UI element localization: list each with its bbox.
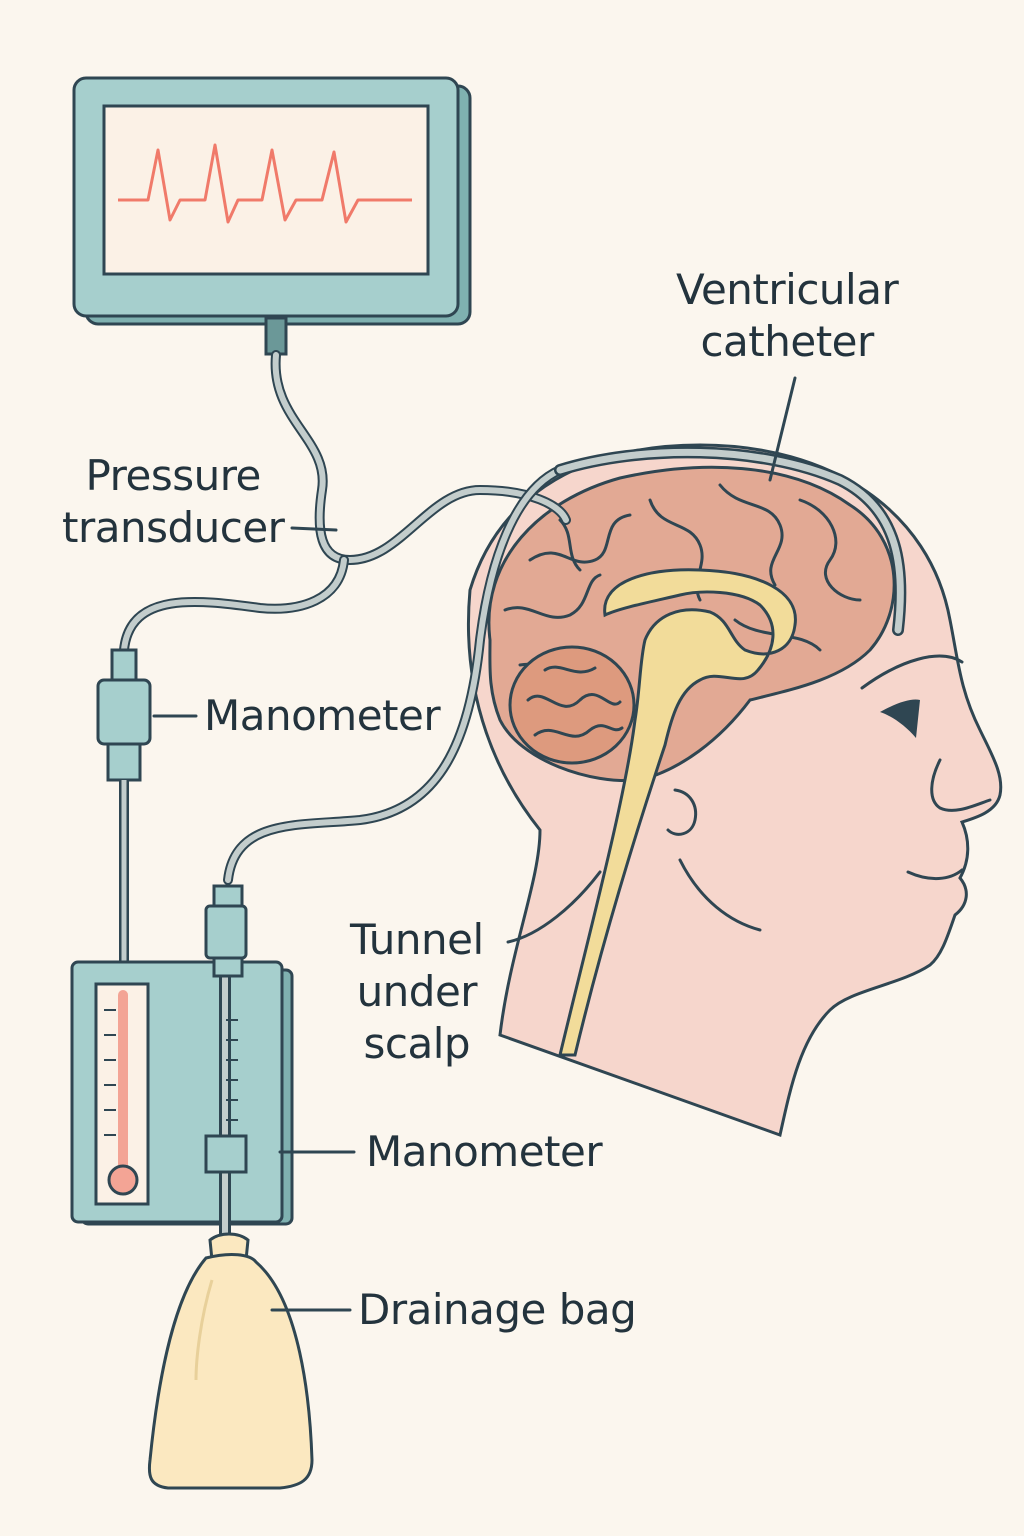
label-pressure-transducer: Pressure transducer [62, 450, 285, 554]
label-line: transducer [62, 503, 285, 552]
label-manometer-lower: Manometer [366, 1126, 603, 1178]
label-line: Tunnel [350, 915, 484, 964]
drainage-bag-icon [147, 1232, 314, 1490]
label-line: Manometer [366, 1127, 603, 1176]
lower-connector [204, 884, 248, 978]
label-line: scalp [363, 1019, 471, 1068]
monitor-icon [72, 76, 472, 356]
label-drainage-bag: Drainage bag [358, 1284, 637, 1336]
label-line: under [356, 967, 478, 1016]
label-line: catheter [700, 317, 874, 366]
label-line: Ventricular [676, 265, 899, 314]
brain-icon [487, 465, 896, 1057]
label-line: Drainage bag [358, 1285, 637, 1334]
upper-manometer-connector [96, 648, 152, 968]
label-manometer-upper: Manometer [204, 690, 441, 742]
label-ventricular-catheter: Ventricular catheter [676, 264, 899, 368]
tubing [119, 350, 907, 885]
label-line: Manometer [204, 691, 441, 740]
label-tunnel-under-scalp: Tunnel under scalp [350, 914, 484, 1070]
manometer-scale-icon [70, 960, 294, 1250]
label-line: Pressure [85, 451, 262, 500]
leader-lines [152, 376, 797, 1312]
